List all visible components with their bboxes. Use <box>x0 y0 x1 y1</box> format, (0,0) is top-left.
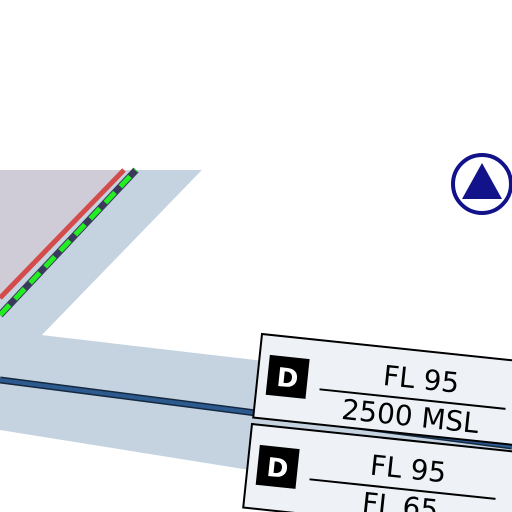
airspace-limit-divider <box>319 388 506 410</box>
airspace-class-label: D <box>275 363 300 395</box>
airspace-upper-limit: FL 95 <box>369 449 448 490</box>
airspace-limit-divider <box>309 478 496 500</box>
airspace-label-2[interactable]: D FL 95 FL 65 <box>242 422 512 512</box>
airspace-class-label: D <box>265 453 290 485</box>
navaid-triangle-icon[interactable] <box>451 153 512 215</box>
airspace-class-badge <box>255 444 300 489</box>
airspace-boundary-green-dash <box>0 168 138 317</box>
airspace-boundary-red <box>0 168 126 300</box>
airspace-label-box <box>252 332 512 447</box>
airspace-upper-limit: FL 95 <box>381 359 460 400</box>
airspace-inner-white <box>42 170 512 390</box>
airspace-class-badge <box>265 354 310 399</box>
airspace-label-box <box>242 422 512 512</box>
